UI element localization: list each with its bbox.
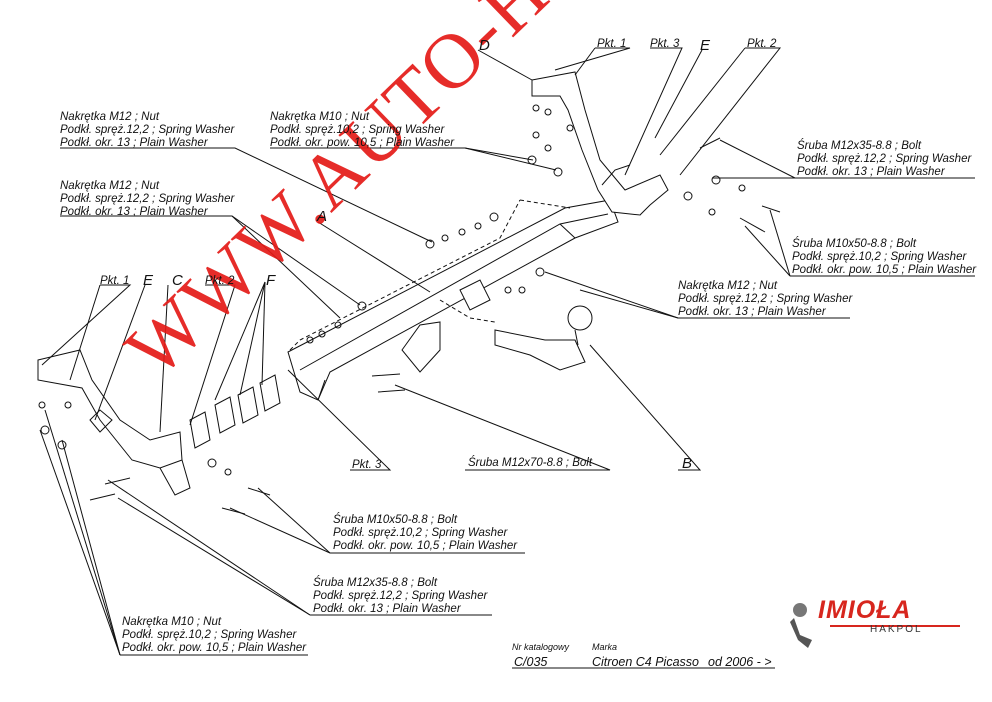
callout-line: Podkł. okr. 13 ; Plain Washer (313, 603, 461, 615)
callout-line: Podkł. okr. pow. 10,5 ; Plain Washer (333, 540, 518, 552)
callout-line: Śruba M12x35-8.8 ; Bolt (313, 577, 438, 589)
logo-word: IMIOŁA (818, 596, 912, 624)
part-letter-e-top: E (700, 37, 711, 54)
plates-f (189, 374, 281, 449)
pkt1-left: Pkt. 1 (100, 275, 130, 287)
pkt3-top: Pkt. 3 (650, 38, 680, 50)
part-letter-e-left: E (143, 272, 154, 289)
callout-bolt-m10x50-right: Śruba M10x50-8.8 ; Bolt Podkł. spręż.10,… (792, 238, 976, 277)
part-letter-f: F (266, 272, 276, 289)
callout-bolt-m12x70: Śruba M12x70-8.8 ; Bolt (468, 457, 592, 470)
pkt3-bottom: Pkt. 3 (352, 459, 382, 471)
catalog-value: C/035 (514, 655, 548, 669)
bolts (89, 137, 781, 515)
bracket-left (37, 349, 191, 496)
callout-line: Śruba M12x35-8.8 ; Bolt (797, 140, 922, 152)
callout-line: Podkł. okr. pow. 10,5 ; Plain Washer (122, 642, 307, 654)
callout-line: Podkł. spręż.12,2 ; Spring Washer (797, 153, 972, 165)
callout-line: Nakrętka M10 ; Nut (122, 616, 222, 628)
callout-line: Podkł. okr. pow. 10,5 ; Plain Washer (792, 264, 977, 276)
tow-ball-b (401, 305, 593, 373)
callout-line: Podkł. spręż.10,2 ; Spring Washer (270, 124, 445, 136)
pkt2-left: Pkt. 2 (205, 275, 235, 287)
callout-line: Podkł. spręż.12,2 ; Spring Washer (60, 124, 235, 136)
leader-lines (39, 47, 975, 656)
part-letter-c: C (172, 272, 183, 289)
callout-line: Nakrętka M12 ; Nut (60, 180, 160, 192)
callout-line: Nakrętka M10 ; Nut (270, 111, 370, 123)
callout-line: Śruba M12x70-8.8 ; Bolt (468, 457, 593, 469)
pkt2-top: Pkt. 2 (747, 38, 777, 50)
from-value: od 2006 - > (708, 655, 772, 669)
callout-line: Podkł. spręż.12,2 ; Spring Washer (313, 590, 488, 602)
callout-line: Podkł. okr. 13 ; Plain Washer (60, 137, 208, 149)
callout-line: Podkł. spręż.12,2 ; Spring Washer (60, 193, 235, 205)
callout-line: Śruba M10x50-8.8 ; Bolt (333, 514, 458, 526)
callout-bolt-m12x35-bottom: Śruba M12x35-8.8 ; Bolt Podkł. spręż.12,… (313, 577, 487, 616)
callout-bolt-m10x50-bottom: Śruba M10x50-8.8 ; Bolt Podkł. spręż.10,… (333, 514, 517, 553)
washers (38, 104, 746, 476)
callout-line: Podkł. spręż.10,2 ; Spring Washer (333, 527, 508, 539)
callout-nut-m12-a: Nakrętka M12 ; Nut Podkł. spręż.12,2 ; S… (60, 111, 234, 150)
callout-line: Podkł. okr. 13 ; Plain Washer (797, 166, 945, 178)
callout-line: Podkł. spręż.12,2 ; Spring Washer (678, 293, 853, 305)
pkt1-top: Pkt. 1 (597, 38, 627, 50)
logo-mark (790, 603, 960, 648)
callout-line: Podkł. okr. 13 ; Plain Washer (678, 306, 826, 318)
brand-label: Marka (592, 642, 618, 652)
callout-nut-m12-right: Nakrętka M12 ; Nut Podkł. spręż.12,2 ; S… (678, 280, 852, 319)
guide-lines (289, 199, 571, 351)
callout-line: Podkł. okr. pow. 10,5 ; Plain Washer (270, 137, 455, 149)
logo-sub: HAKPOL (870, 624, 923, 635)
callout-line: Podkł. okr. 13 ; Plain Washer (60, 206, 208, 218)
callout-line: Podkł. spręż.10,2 ; Spring Washer (792, 251, 967, 263)
callout-line: Podkł. spręż.10,2 ; Spring Washer (122, 629, 297, 641)
bracket-d (531, 71, 669, 216)
part-letter-d: D (479, 37, 490, 54)
brand-value: Citroen C4 Picasso (592, 655, 699, 669)
callout-nut-m10-top: Nakrętka M10 ; Nut Podkł. spręż.10,2 ; S… (270, 111, 454, 150)
socket-plate (459, 279, 491, 311)
callout-line: Nakrętka M12 ; Nut (60, 111, 160, 123)
part-letter-b: B (682, 455, 693, 472)
part-letter-a: A (317, 208, 328, 225)
callout-bolt-m12x35-right: Śruba M12x35-8.8 ; Bolt Podkł. spręż.12,… (797, 140, 971, 179)
callout-nut-m10-left: Nakrętka M10 ; Nut Podkł. spręż.10,2 ; S… (122, 616, 306, 655)
callout-line: Nakrętka M12 ; Nut (678, 280, 778, 292)
callout-nut-m12-b: Nakrętka M12 ; Nut Podkł. spręż.12,2 ; S… (60, 180, 234, 219)
crossbar-a (287, 199, 619, 401)
callout-line: Śruba M10x50-8.8 ; Bolt (792, 238, 917, 250)
catalog-label: Nr katalogowy (512, 642, 570, 652)
